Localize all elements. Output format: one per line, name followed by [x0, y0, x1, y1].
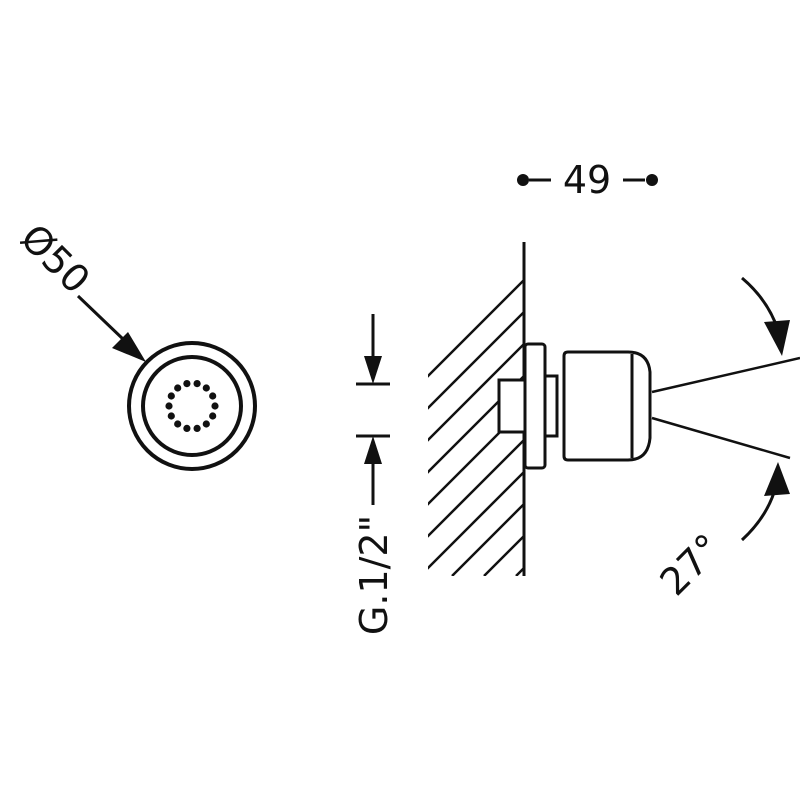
- jet-dot: [167, 392, 175, 400]
- thread-label: G.1/2": [352, 515, 396, 635]
- diameter-label: Ø50: [12, 216, 98, 302]
- thread-arrow-bottom: [364, 436, 382, 464]
- hatch-line: [644, 242, 800, 576]
- jet-dot: [193, 380, 201, 388]
- jet-dot: [167, 412, 175, 420]
- spray-cone: [651, 356, 800, 460]
- leader-line: [76, 294, 126, 342]
- spray-jets: [165, 380, 219, 432]
- thread-dimension: [356, 314, 390, 505]
- hatch-line: [676, 242, 800, 576]
- hatch-line: [451, 502, 524, 576]
- angle-label: 27°: [651, 525, 730, 604]
- jet-dot: [174, 384, 182, 392]
- hatch-line: [428, 470, 524, 570]
- thread-arrow-top: [364, 356, 382, 384]
- diameter-callout: Ø50: [12, 216, 146, 362]
- jet-dot: [183, 424, 191, 432]
- jet-dot: [165, 402, 173, 410]
- collar: [543, 374, 559, 438]
- dim-dot-left: [517, 174, 529, 186]
- jet-dot: [174, 420, 182, 428]
- angle-arrow-lower: [764, 462, 790, 496]
- hatch-line: [428, 278, 524, 378]
- depth-label: 49: [563, 158, 611, 202]
- hatch-line: [740, 242, 800, 576]
- inner-ring: [141, 355, 243, 457]
- fitting-body: [497, 342, 652, 470]
- leader-arrowhead: [112, 332, 146, 362]
- angle-callout: 27°: [651, 276, 790, 604]
- jet-dot: [202, 384, 210, 392]
- hatch-line: [428, 438, 524, 538]
- hatch-line: [428, 342, 524, 442]
- dim-dot-right: [646, 174, 658, 186]
- hatch-line: [772, 242, 800, 576]
- hatch-line: [428, 374, 524, 474]
- jet-dot: [193, 424, 201, 432]
- jet-dot: [183, 380, 191, 388]
- jet-dot: [209, 412, 217, 420]
- front-view: [127, 341, 257, 471]
- nozzle-head: [562, 350, 652, 462]
- thread-stub: [497, 378, 527, 434]
- flange: [523, 342, 547, 470]
- jet-dot: [211, 402, 219, 410]
- spray-line-lower: [651, 416, 791, 460]
- outer-ring: [127, 341, 257, 471]
- spray-line-upper: [651, 356, 800, 394]
- jet-dot: [209, 392, 217, 400]
- jet-dot: [202, 420, 210, 428]
- angle-arrow-upper: [764, 320, 790, 356]
- depth-dimension: 49: [517, 158, 658, 202]
